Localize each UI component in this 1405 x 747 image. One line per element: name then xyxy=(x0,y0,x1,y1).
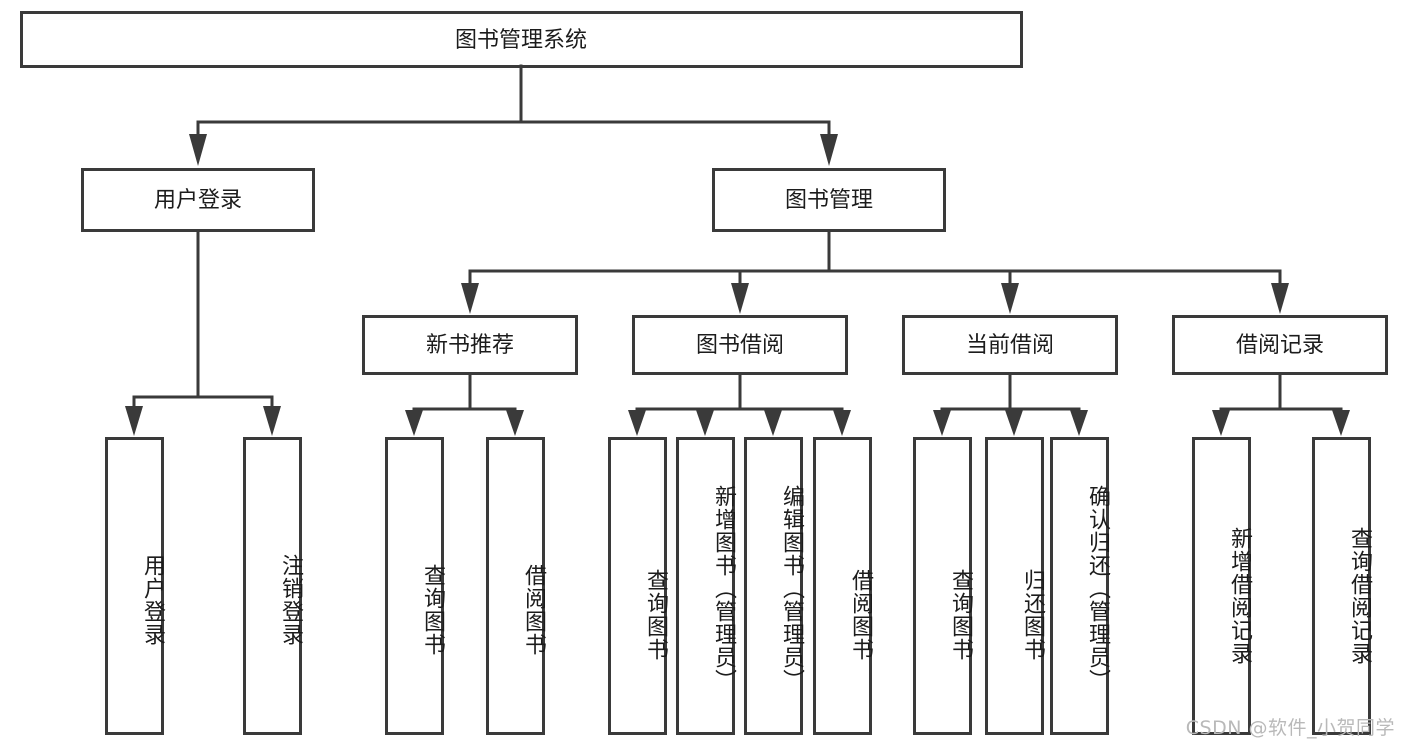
arrow-head-icon xyxy=(1212,410,1230,436)
leaf-node-query-book-recommend[interactable] xyxy=(385,437,444,735)
node-book-borrow[interactable]: 图书借阅 xyxy=(632,315,848,375)
node-borrow-records[interactable]: 借阅记录 xyxy=(1172,315,1388,375)
arrow-head-icon xyxy=(764,410,782,436)
arrow-head-icon xyxy=(125,406,143,436)
arrow-head-icon xyxy=(263,406,281,436)
leaf-node-return-book[interactable] xyxy=(985,437,1044,735)
arrow-head-icon xyxy=(628,410,646,436)
leaf-node-add-borrow-record[interactable] xyxy=(1192,437,1251,735)
arrow-head-icon xyxy=(933,410,951,436)
arrow-head-icon xyxy=(461,283,479,314)
arrow-head-icon xyxy=(820,134,838,166)
node-new-book-recommend-rect xyxy=(362,315,578,375)
leaf-node-add-book-admin[interactable] xyxy=(676,437,735,735)
leaf-node-query-book-borrow[interactable] xyxy=(608,437,667,735)
node-book-management[interactable]: 图书管理 xyxy=(712,168,946,232)
node-user-login-label: 用户登录 xyxy=(154,188,242,213)
arrow-head-icon xyxy=(1271,283,1289,314)
connector-new-book-recommend-to-leaves xyxy=(405,372,524,436)
node-current-borrow-rect xyxy=(902,315,1118,375)
node-root[interactable]: 图书管理系统 xyxy=(20,11,1023,68)
arrow-head-icon xyxy=(405,410,423,436)
arrow-head-icon xyxy=(1070,410,1088,436)
arrow-head-icon xyxy=(1332,410,1350,436)
leaf-node-borrow-book-recommend[interactable] xyxy=(486,437,545,735)
node-user-login[interactable]: 用户登录 xyxy=(81,168,315,232)
leaf-node-query-borrow-record[interactable] xyxy=(1312,437,1371,735)
arrow-head-icon xyxy=(833,410,851,436)
leaf-node-borrow-book[interactable] xyxy=(813,437,872,735)
arrow-head-icon xyxy=(731,283,749,314)
connector-borrow-records-to-leaves xyxy=(1212,372,1350,436)
connector-current-borrow-to-leaves xyxy=(933,372,1088,436)
arrow-head-icon xyxy=(189,134,207,166)
node-root-rect xyxy=(20,11,1023,68)
node-book-borrow-rect xyxy=(632,315,848,375)
arrow-head-icon xyxy=(696,410,714,436)
connector-book-borrow-to-leaves xyxy=(628,372,851,436)
node-current-borrow[interactable]: 当前借阅 xyxy=(902,315,1118,375)
leaf-node-confirm-return-admin[interactable] xyxy=(1050,437,1109,735)
node-borrow-records-label: 借阅记录 xyxy=(1236,333,1324,358)
arrow-head-icon xyxy=(506,410,524,436)
connector-root-to-level2 xyxy=(189,64,838,166)
node-book-management-label: 图书管理 xyxy=(785,188,873,213)
watermark-text: CSDN @软件_小贺同学 xyxy=(1185,717,1395,739)
leaf-node-query-book-current[interactable] xyxy=(913,437,972,735)
arrow-head-icon xyxy=(1001,283,1019,314)
connector-book-management-to-level3 xyxy=(461,229,1289,314)
node-book-borrow-label: 图书借阅 xyxy=(696,333,784,358)
connector-user-login-to-leaves xyxy=(125,229,281,436)
node-new-book-recommend[interactable]: 新书推荐 xyxy=(362,315,578,375)
leaf-node-user-login[interactable] xyxy=(105,437,164,735)
node-new-book-recommend-label: 新书推荐 xyxy=(426,333,514,358)
leaf-node-edit-book-admin[interactable] xyxy=(744,437,803,735)
arrow-head-icon xyxy=(1005,410,1023,436)
node-root-label: 图书管理系统 xyxy=(455,28,587,53)
leaf-node-logout[interactable] xyxy=(243,437,302,735)
node-current-borrow-label: 当前借阅 xyxy=(966,333,1054,358)
